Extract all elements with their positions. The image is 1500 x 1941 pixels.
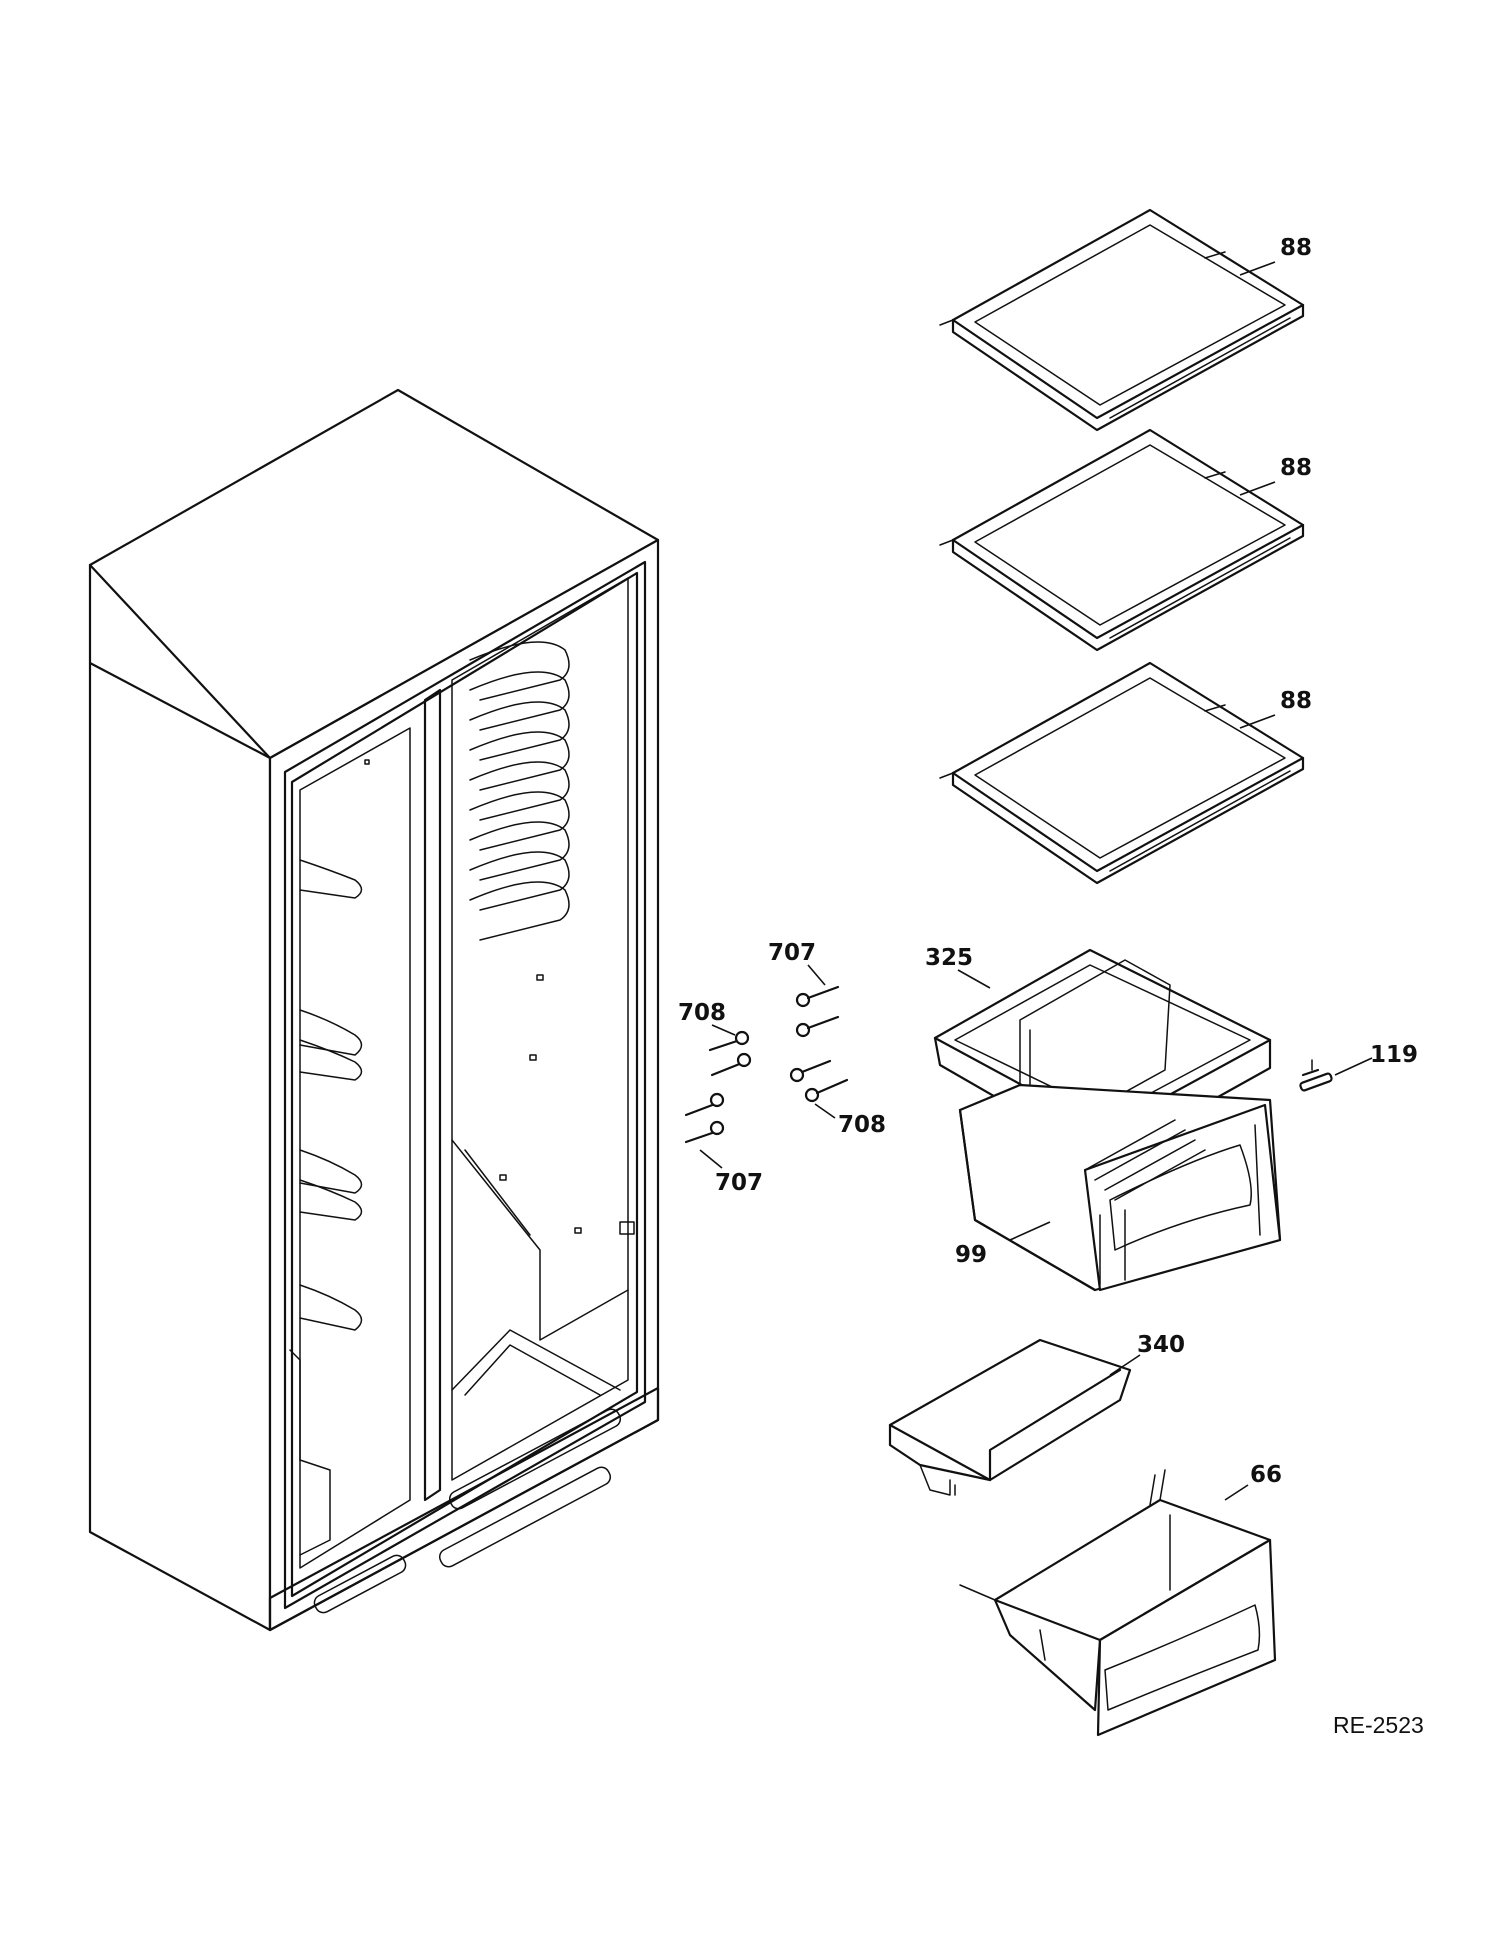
crisper-drawer	[958, 1083, 1282, 1292]
callout-shelf-top: 88	[1280, 235, 1312, 261]
callout-screw-left: 708	[678, 1000, 726, 1026]
pan	[959, 1469, 1277, 1737]
screw-group-right	[789, 985, 849, 1103]
glass-shelf-middle	[939, 428, 1305, 652]
freezer-shelf-supports	[299, 859, 363, 1331]
callout-shelf-middle: 88	[1280, 455, 1312, 481]
callout-pan-cover: 340	[1137, 1332, 1185, 1358]
callout-screw-top: 707	[768, 940, 816, 966]
screw-group-left	[684, 1030, 752, 1144]
diagram-id-label: RE-2523	[1333, 1712, 1424, 1738]
callout-crisper-drawer: 99	[955, 1242, 987, 1268]
leader-lines	[699, 261, 1373, 1501]
callout-crisper-cover: 325	[925, 945, 973, 971]
callout-screw-right: 708	[838, 1112, 886, 1138]
callout-shelf-lower: 88	[1280, 688, 1312, 714]
callout-screw-bottom: 707	[715, 1170, 763, 1196]
callout-drawer-slide: 119	[1370, 1042, 1418, 1068]
callout-pan: 66	[1250, 1462, 1282, 1488]
glass-shelf-top	[939, 208, 1305, 432]
drawer-slide-part	[1299, 1059, 1333, 1092]
refrigerator-cabinet	[88, 388, 660, 1632]
shelf-rails	[469, 641, 570, 941]
callout-labels: 88 88 88 325 99 119 340 66 707 708 708 7…	[678, 235, 1418, 1488]
screw-set	[684, 985, 849, 1144]
pan-cover	[888, 1338, 1132, 1496]
glass-shelf-lower	[939, 661, 1305, 885]
